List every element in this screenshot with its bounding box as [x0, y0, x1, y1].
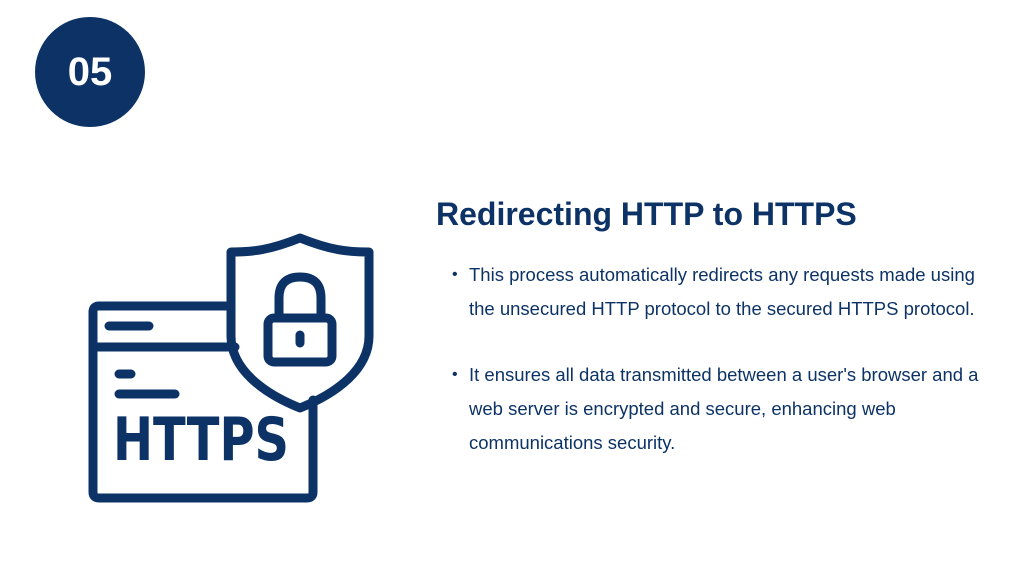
https-shield-lock-browser-icon: HTTPS [85, 232, 375, 506]
bullet-item: It ensures all data transmitted between … [452, 358, 992, 460]
bullet-list: This process automatically redirects any… [452, 258, 992, 492]
bullet-item: This process automatically redirects any… [452, 258, 992, 326]
slide-number: 05 [67, 49, 113, 94]
https-icon-text: HTTPS [113, 405, 289, 475]
slide-title: Redirecting HTTP to HTTPS [436, 196, 857, 232]
slide-number-badge: 05 [35, 17, 145, 127]
